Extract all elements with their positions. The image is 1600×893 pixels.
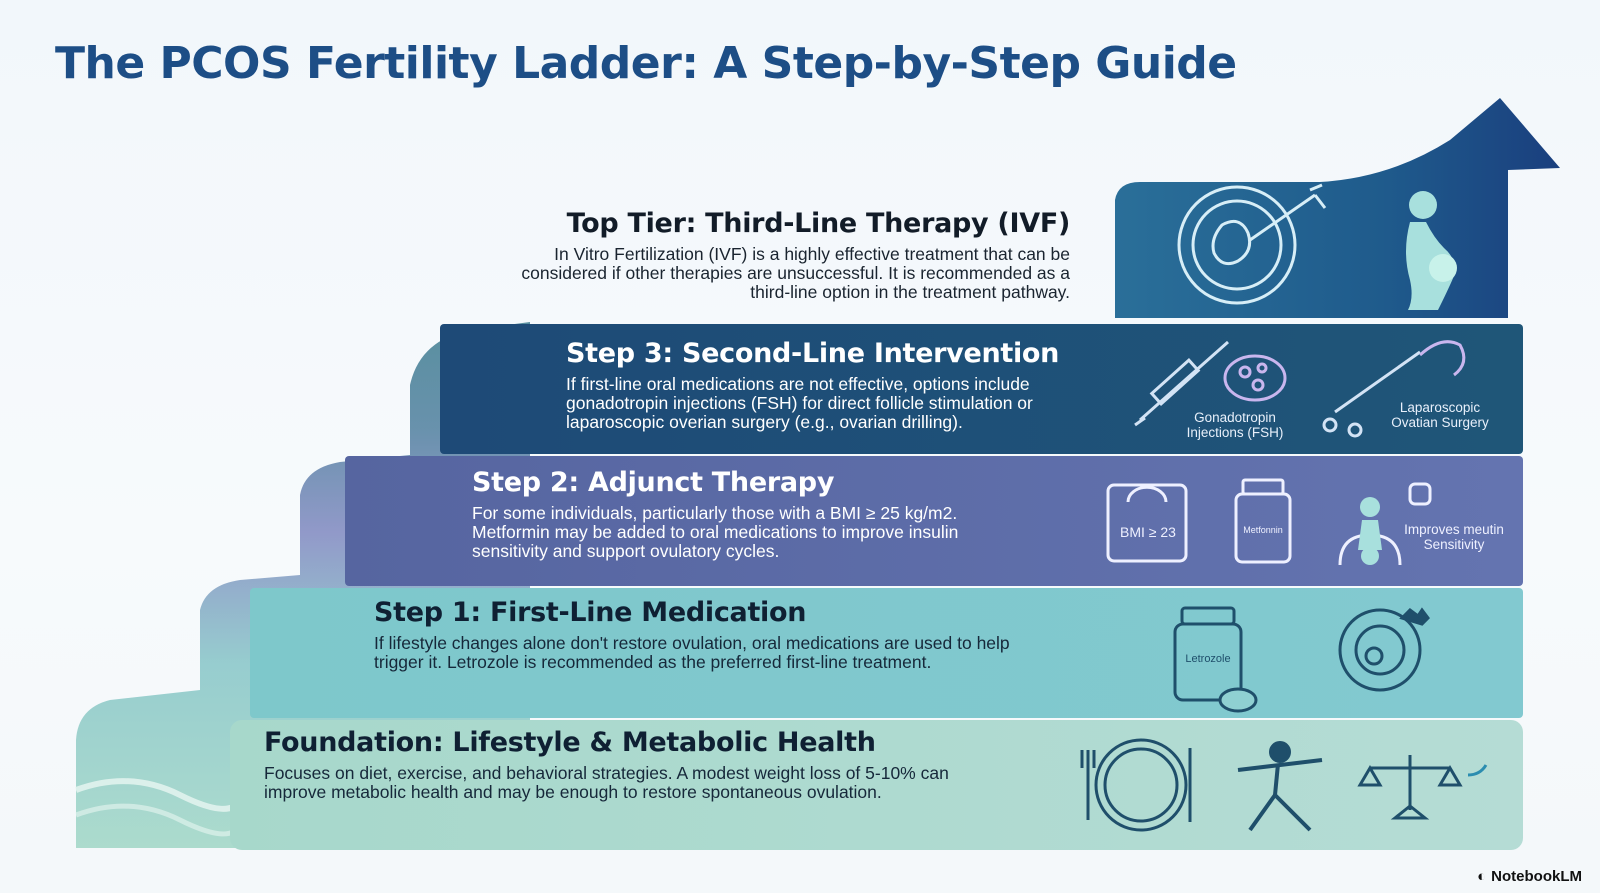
step3-text: Step 3: Second-Line Intervention If firs… [566, 338, 1106, 432]
pregnant-woman-icon [1406, 191, 1457, 310]
foundation-text: Foundation: Lifestyle & Metabolic Health… [264, 727, 984, 802]
laparoscope-icon [1322, 340, 1466, 438]
step1-text: Step 1: First-Line Medication If lifesty… [374, 597, 1014, 672]
step2-block [345, 456, 1523, 586]
step3-heading: Step 3: Second-Line Intervention [566, 338, 1060, 369]
notebooklm-icon: ◐ [1477, 868, 1487, 885]
bmi-label: BMI ≥ 23 [1120, 524, 1176, 540]
embryo-pipette-icon [1177, 183, 1327, 305]
step1-block [250, 588, 1523, 718]
insulin-receptor-icon [1338, 482, 1432, 566]
ovary-follicles-icon [1223, 354, 1287, 402]
metformin-bottle-icon [1234, 478, 1292, 564]
gonadotropin-label: Gonadotropin Injections (FSH) [1186, 410, 1284, 440]
step1-body: If lifestyle changes alone don't restore… [374, 633, 1010, 672]
bmi-scale-icon [1106, 483, 1188, 563]
brand-watermark: ◐ NotebookLM [1477, 868, 1582, 885]
top-tier-block [1115, 98, 1560, 318]
top-tier-text: Top Tier: Third-Line Therapy (IVF) In Vi… [510, 208, 1070, 302]
step1-heading: Step 1: First-Line Medication [374, 597, 807, 628]
syringe-icon [1134, 340, 1229, 427]
foundation-block [230, 720, 1523, 850]
top-tier-body: In Vitro Fertilization (IVF) is a highly… [521, 244, 1070, 302]
healthy-plate-icon [1080, 738, 1192, 832]
foundation-body: Focuses on diet, exercise, and behaviora… [264, 763, 949, 802]
ovulation-egg-icon [1338, 607, 1430, 692]
letrozole-bottle-label: Letrozole [1185, 653, 1231, 665]
balance-scale-icon [1357, 755, 1488, 820]
step2-text: Step 2: Adjunct Therapy For some individ… [472, 467, 1032, 561]
letrozole-bottle-icon [1173, 606, 1258, 713]
exercise-pose-icon [1237, 741, 1323, 832]
metformin-bottle-label: Metfonnin [1243, 525, 1283, 535]
ribbon-wave [74, 778, 243, 812]
ribbon-wave [75, 803, 243, 837]
page-title: The PCOS Fertility Ladder: A Step-by-Ste… [55, 38, 1237, 89]
laparoscopic-label: Laparoscopic Ovatian Surgery [1391, 400, 1489, 430]
brand-name: NotebookLM [1491, 868, 1582, 885]
step3-body: If first-line oral medications are not e… [566, 374, 1033, 432]
improves-sensitivity-label: Improves meutin Sensitivity [1404, 522, 1504, 552]
step2-body: For some individuals, particularly those… [472, 503, 959, 561]
top-tier-heading: Top Tier: Third-Line Therapy (IVF) [566, 208, 1071, 239]
step2-heading: Step 2: Adjunct Therapy [472, 467, 835, 498]
foundation-heading: Foundation: Lifestyle & Metabolic Health [264, 727, 876, 758]
